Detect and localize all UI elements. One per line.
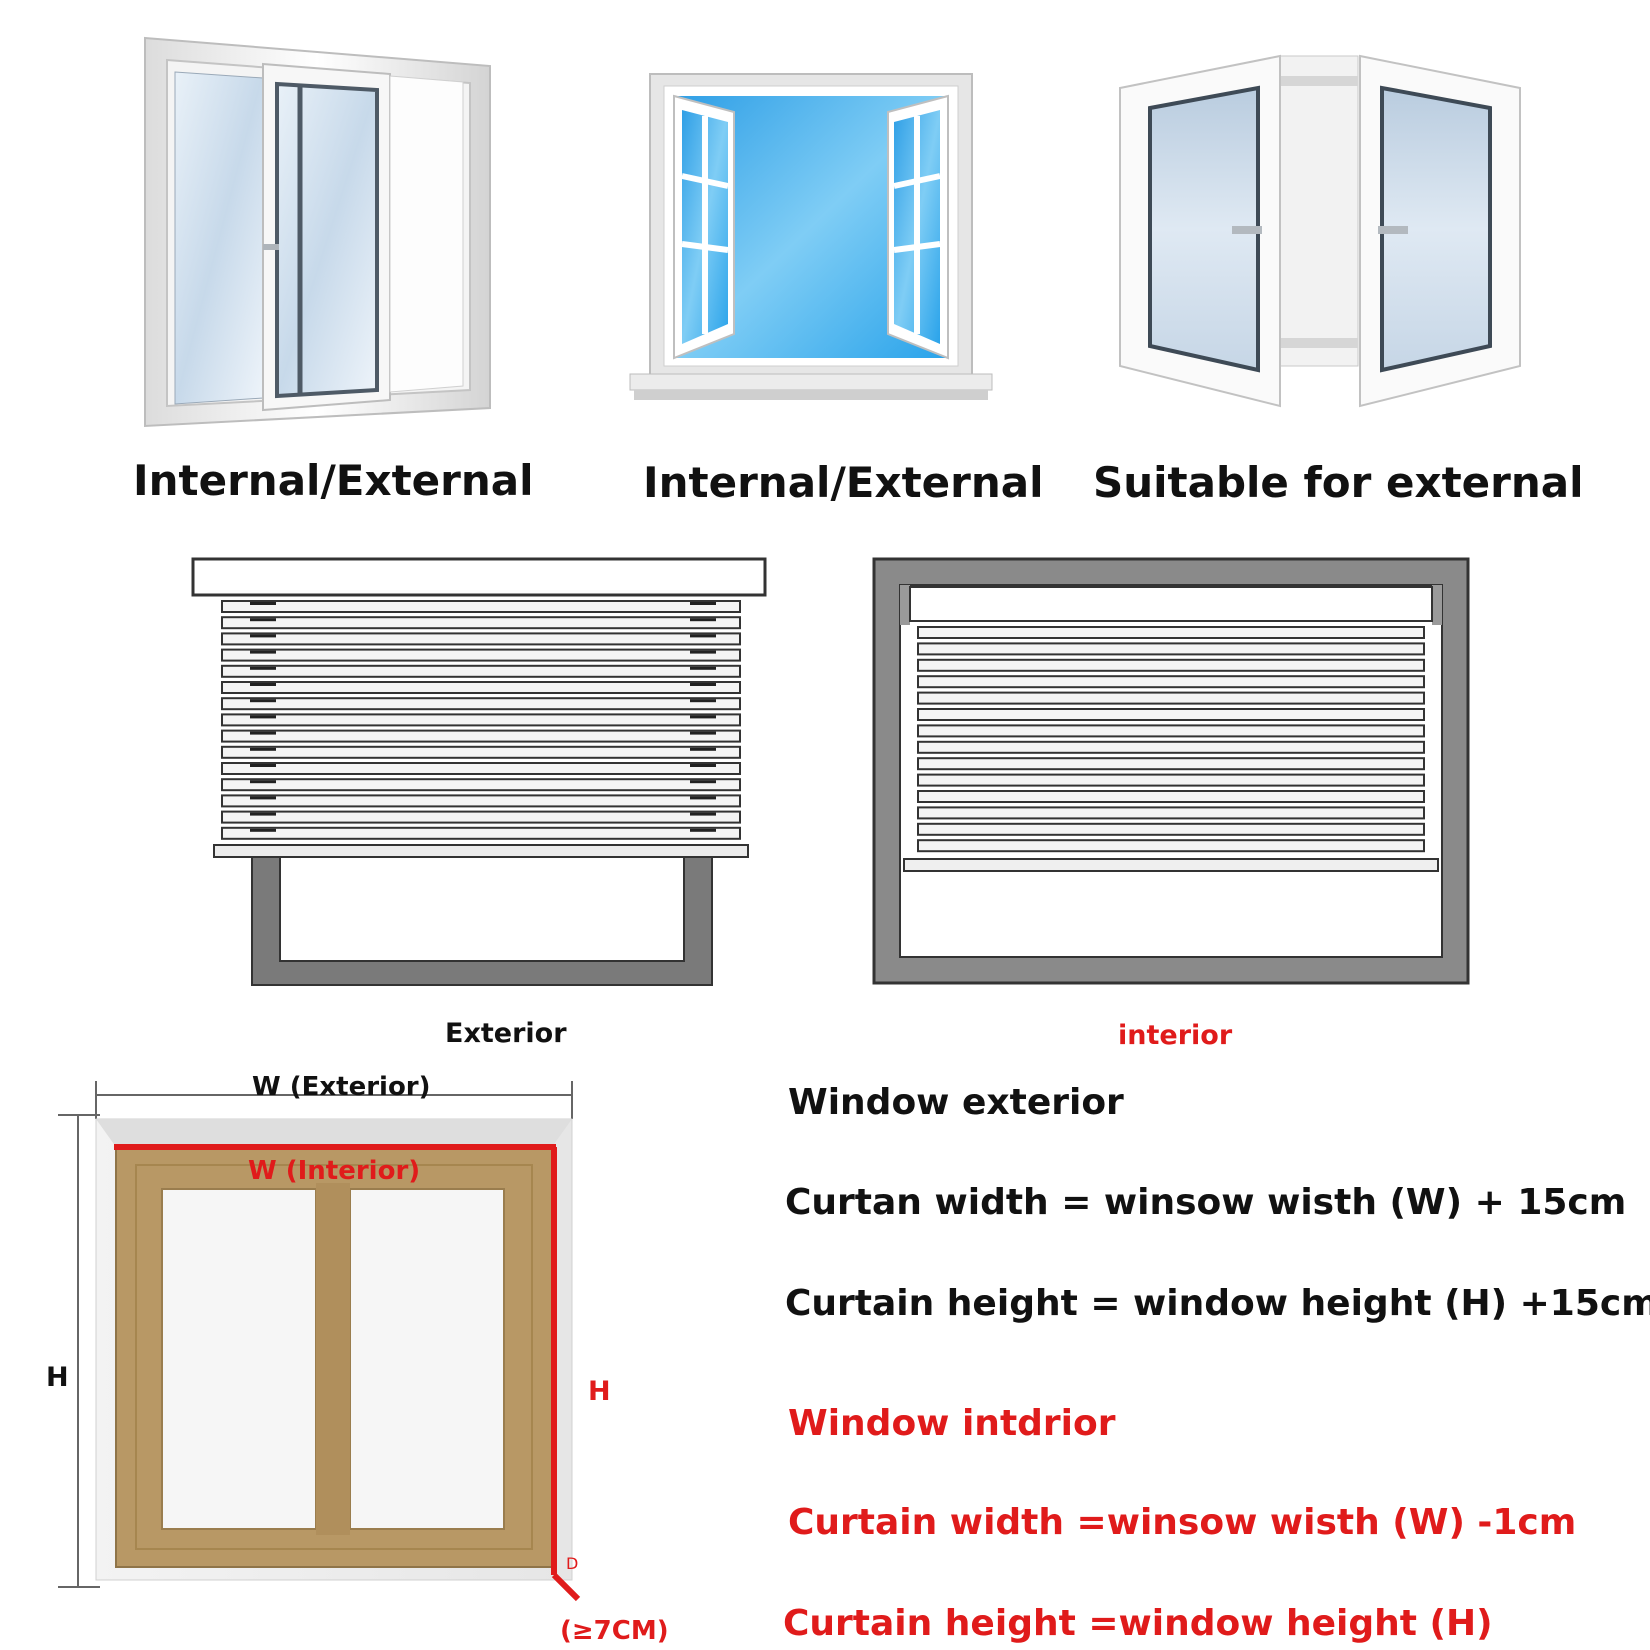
ladder-cord — [690, 764, 716, 767]
ladder-cord — [690, 747, 716, 751]
ladder-cord — [250, 731, 276, 735]
window-type-caption-1: Internal/External — [133, 456, 534, 505]
blind-slat — [917, 626, 1425, 639]
exterior-mount-blind-diagram — [191, 557, 767, 986]
blind-slat — [917, 839, 1425, 853]
ladder-cord — [250, 666, 276, 670]
ladder-cord — [250, 780, 276, 784]
measurement-diagram — [58, 1081, 581, 1602]
blind-slat — [221, 632, 741, 646]
blind-slat — [917, 691, 1425, 705]
depth-note-label: (≥7CM) — [560, 1616, 669, 1646]
outward-opening-window-illustration — [1119, 54, 1521, 408]
ladder-cord — [250, 650, 276, 654]
ladder-cord — [250, 634, 276, 638]
blind-slat — [917, 806, 1425, 820]
blind-slat — [221, 616, 741, 630]
ladder-cord — [690, 618, 716, 622]
blind-slat — [221, 713, 741, 727]
ladder-cord — [690, 828, 716, 832]
blind-slat — [917, 790, 1425, 803]
width-exterior-label: W (Exterior) — [252, 1072, 431, 1102]
depth-mark-label: D — [566, 1554, 579, 1573]
blind-slat — [221, 697, 741, 711]
blind-slat — [221, 681, 741, 694]
interior-heading: Window intdrior — [788, 1403, 1116, 1444]
blind-slat — [221, 648, 741, 662]
ladder-cord — [250, 699, 276, 703]
blind-slat — [221, 794, 741, 808]
ladder-cord — [250, 602, 276, 605]
blind-slat — [221, 778, 741, 792]
exterior-mount-label: Exterior — [445, 1018, 567, 1049]
window-type-caption-2: Internal/External — [643, 458, 1044, 507]
ladder-cord — [250, 747, 276, 751]
ladder-cord — [690, 715, 716, 719]
exterior-width-formula: Curtan width = winsow wisth (W) + 15cm — [785, 1182, 1627, 1223]
ladder-cord — [690, 780, 716, 784]
ladder-cord — [250, 715, 276, 719]
ladder-cord — [690, 666, 716, 670]
ladder-cord — [250, 812, 276, 816]
interior-mount-blind-diagram — [872, 557, 1470, 985]
exterior-height-formula: Curtain height = window height (H) +15cm — [785, 1283, 1650, 1324]
ladder-cord — [250, 796, 276, 800]
exterior-heading: Window exterior — [788, 1082, 1124, 1123]
sliding-window-illustration — [144, 36, 491, 428]
ladder-cord — [690, 731, 716, 735]
blind-slat — [221, 745, 741, 759]
interior-mount-label: interior — [1118, 1020, 1233, 1051]
ladder-cord — [250, 764, 276, 767]
ladder-cord — [690, 796, 716, 800]
ladder-cord — [250, 618, 276, 622]
ladder-cord — [690, 602, 716, 605]
blind-slat — [917, 675, 1425, 689]
blind-slat — [917, 708, 1425, 721]
blind-slat — [917, 724, 1425, 738]
ladder-cord — [250, 828, 276, 832]
blind-slat — [221, 810, 741, 824]
blind-slat — [221, 826, 741, 840]
width-interior-label: W (Interior) — [248, 1156, 421, 1186]
casement-window-illustration — [629, 73, 993, 400]
blind-slat — [917, 757, 1425, 771]
height-outer-label: H — [46, 1362, 69, 1393]
blind-slat — [221, 600, 741, 613]
interior-width-formula: Curtain width =winsow wisth (W) -1cm — [788, 1502, 1577, 1543]
blind-slat — [917, 773, 1425, 787]
ladder-cord — [250, 683, 276, 686]
blind-slat — [221, 664, 741, 678]
ladder-cord — [690, 634, 716, 638]
blind-slat — [917, 822, 1425, 836]
blind-slat — [221, 729, 741, 743]
ladder-cord — [690, 699, 716, 703]
blind-slat — [917, 642, 1425, 656]
window-type-caption-3: Suitable for external — [1093, 458, 1584, 507]
interior-height-formula: Curtain height =window height (H) — [783, 1603, 1493, 1644]
ladder-cord — [690, 812, 716, 816]
ladder-cord — [690, 683, 716, 686]
blind-slat — [221, 762, 741, 775]
height-inner-label: H — [588, 1376, 611, 1407]
blind-slat — [917, 740, 1425, 754]
blind-slat — [917, 658, 1425, 672]
ladder-cord — [690, 650, 716, 654]
